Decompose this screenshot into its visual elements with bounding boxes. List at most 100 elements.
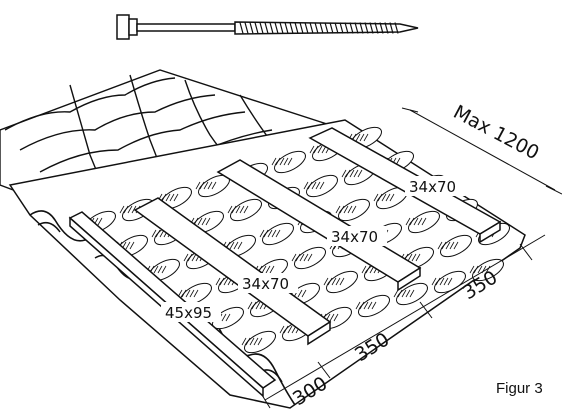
lath-label-1: 34x70 [409, 178, 456, 196]
insulation-hatch [267, 229, 273, 238]
insulation-hatch [439, 277, 445, 286]
insulation-hatch [279, 325, 285, 334]
screw-thread-hatch [254, 22, 259, 34]
insulation-hatch [411, 253, 417, 262]
insulation-hatch [275, 229, 281, 238]
screw-thread-hatch [244, 22, 249, 34]
insulation-hatch [183, 253, 189, 262]
screw-thread-hatch [379, 22, 384, 34]
insulation-hatch [253, 337, 259, 346]
screw-thread-hatch [284, 22, 289, 34]
insulation-hatch [201, 217, 207, 226]
insulation-hatch [485, 265, 491, 274]
insulation-hatch [191, 253, 197, 262]
insulation-hatch [227, 205, 233, 214]
insulation-hatch [339, 277, 345, 286]
corrugation-shade-1 [37, 221, 61, 233]
insulation-hatch [301, 289, 307, 298]
spacing-tick-2 [317, 361, 331, 379]
insulation-hatch [313, 145, 319, 154]
screw-thread-hatch [389, 22, 394, 34]
insulation-hatch [445, 241, 451, 250]
insulation-hatch [219, 277, 225, 286]
insulation-hatch [413, 217, 419, 226]
screw-thread-hatch [364, 22, 369, 34]
insulation-hatch [257, 337, 263, 346]
insulation-hatch [363, 133, 369, 142]
insulation-hatch [453, 241, 459, 250]
insulation-hatch [317, 145, 323, 154]
insulation-hatch [127, 205, 133, 214]
insulation-hatch [327, 277, 333, 286]
insulation-hatch [155, 229, 161, 238]
insulation-hatch [243, 205, 249, 214]
screw-thread-hatch [324, 22, 329, 34]
insulation-hatch [129, 241, 135, 250]
insulation-hatch [333, 313, 339, 322]
insulation-hatch [309, 145, 315, 154]
insulation-hatch [361, 265, 367, 274]
lath-label-bg-3 [238, 273, 298, 293]
tile-ridge-2 [19, 94, 216, 151]
insulation-hatch [373, 193, 379, 202]
max-tick-2 [545, 185, 562, 195]
figure-caption: Figur 3 [496, 380, 543, 397]
insulation-hatch [189, 289, 195, 298]
insulation-hatch [437, 241, 443, 250]
lath-label-4: 45x95 [165, 304, 212, 322]
insulation-hatch [221, 313, 227, 322]
insulation-hatch [279, 157, 285, 166]
insulation-hatch [125, 241, 131, 250]
insulation-hatch [299, 253, 305, 262]
insulation-hatch [207, 181, 213, 190]
screw-thread-hatch [274, 22, 279, 34]
spacing-dimension-line [264, 234, 546, 401]
insulation-hatch [237, 241, 243, 250]
insulation-hatch [407, 253, 413, 262]
insulation-hatch [447, 277, 453, 286]
screw-thread-lines [239, 22, 399, 34]
dimension-lines [261, 107, 562, 409]
lath-label-3: 34x70 [242, 275, 289, 293]
insulation-hatch [239, 205, 245, 214]
insulation-hatch [259, 229, 265, 238]
insulation-hatch [185, 289, 191, 298]
insulation-hatch [195, 181, 201, 190]
screw-thread-hatch [369, 22, 374, 34]
insulation-hatch [311, 181, 317, 190]
insulation-hatch [205, 217, 211, 226]
insulation-hatch [409, 289, 415, 298]
insulation-hatch [415, 253, 421, 262]
insulation-hatch [397, 289, 403, 298]
insulation-hatch [151, 229, 157, 238]
screw-thread-hatch [294, 22, 299, 34]
insulation-hatch [249, 337, 255, 346]
insulation-hatch [297, 289, 303, 298]
insulation-hatch [283, 157, 289, 166]
insulation-hatch [215, 277, 221, 286]
insulation-hatch [365, 265, 371, 274]
screw-washer [128, 18, 138, 36]
insulation-hatch [359, 301, 365, 310]
insulation-hatch [153, 265, 159, 274]
insulation-hatch [363, 301, 369, 310]
screw-thread-hatch [314, 22, 319, 34]
insulation-hatch [265, 265, 271, 274]
lath-labels: 34x70 34x70 34x70 45x95 [161, 176, 465, 322]
insulation-hatch [181, 289, 187, 298]
insulation-hatch [275, 157, 281, 166]
insulation-hatch [319, 181, 325, 190]
insulation-hatch [157, 265, 163, 274]
insulation-hatch [295, 253, 301, 262]
insulation-hatch [251, 301, 257, 310]
spacing-tick-1 [261, 394, 271, 409]
insulation-hatch [173, 193, 179, 202]
insulation-hatch [269, 265, 275, 274]
spacing-tick-4 [519, 243, 533, 261]
screw-illustration [116, 14, 419, 40]
insulation-hatch [355, 133, 361, 142]
insulation-hatch [241, 337, 247, 346]
screw-thread-hatch [319, 22, 324, 34]
insulation-hatch [385, 193, 391, 202]
insulation-hatch [165, 193, 171, 202]
